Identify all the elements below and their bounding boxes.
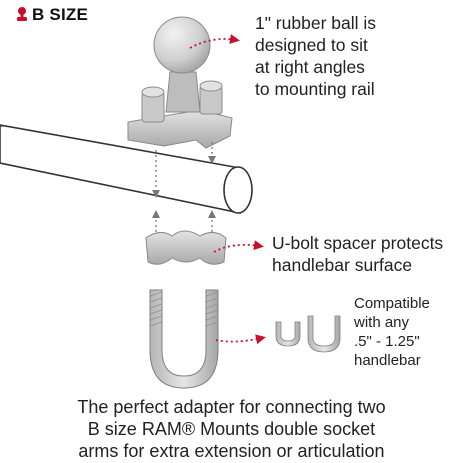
spacer-callout-line: U-bolt spacer protects	[272, 233, 444, 253]
ball-callout-line: to mounting rail	[255, 79, 375, 99]
ball-callout-line: 1" rubber ball is	[255, 13, 376, 33]
callout-arrows	[189, 34, 266, 345]
spacer-callout: U-bolt spacer protects handlebar surface	[272, 232, 462, 276]
size-label: B SIZE	[32, 5, 88, 24]
caption: The perfect adapter for connecting two B…	[0, 396, 463, 462]
u-bolt	[149, 289, 219, 389]
compatibility-callout: Compatible with any .5" - 1.25" handleba…	[354, 294, 462, 370]
caption-line: The perfect adapter for connecting two	[77, 397, 386, 417]
ball-mount	[127, 16, 233, 149]
assembly-guides	[152, 142, 216, 232]
u-bolt-spacer	[145, 230, 227, 265]
compat-callout-line: handlebar	[354, 352, 421, 369]
caption-line: arms for extra extension or articulation	[78, 441, 385, 461]
ball-callout-line: at right angles	[255, 57, 365, 77]
ball-callout: 1" rubber ball is designed to sit at rig…	[255, 12, 460, 100]
ball-mount-icon	[17, 7, 27, 21]
caption-line: B size RAM® Mounts double socket	[87, 419, 376, 439]
compat-callout-line: Compatible	[354, 295, 430, 312]
compat-callout-line: .5" - 1.25"	[354, 333, 420, 350]
hex-nut-left	[141, 86, 165, 123]
ball-callout-line: designed to sit	[255, 35, 368, 55]
small-u-bolt-right	[307, 315, 341, 353]
small-u-bolt-left	[275, 321, 301, 347]
spacer-callout-line: handlebar surface	[272, 255, 413, 275]
compat-callout-line: with any	[354, 314, 410, 331]
hex-nut-right	[199, 80, 223, 115]
handlebar-rail	[0, 124, 253, 214]
